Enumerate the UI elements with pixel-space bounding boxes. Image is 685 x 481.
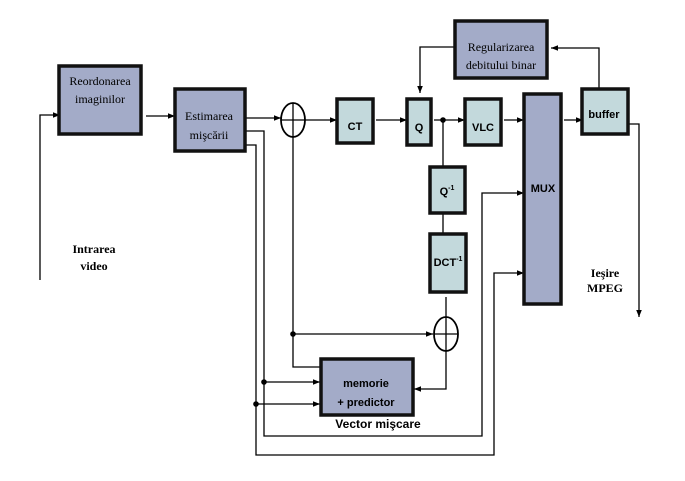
q-label: Q	[415, 122, 424, 134]
junction-dot	[253, 401, 259, 407]
mux-label: MUX	[531, 183, 556, 195]
output-label-2: MPEG	[587, 281, 623, 295]
idct-label: DCT-1	[434, 256, 463, 269]
block-q: Q	[405, 97, 433, 147]
junction-dot	[290, 331, 296, 337]
block-rate-control: Regularizarea debitului binar	[453, 19, 549, 80]
sum-node-2	[433, 316, 459, 352]
sum1-feedback	[292, 137, 320, 368]
reorder-label-2: imaginilor	[75, 92, 125, 106]
block-ct: CT	[335, 97, 375, 145]
input-label-1: Intrarea	[72, 242, 115, 256]
connections	[39, 45, 642, 456]
sum-node-1	[280, 102, 306, 138]
motion-vector-line-b	[241, 144, 524, 456]
block-memory-predictor: memorie + predictor	[319, 357, 415, 417]
vlc-label: VLC	[472, 122, 494, 134]
input-label-2: video	[80, 259, 107, 273]
sum2-to-memory	[414, 351, 447, 392]
memory-label-2: + predictor	[337, 397, 395, 409]
junction-dot	[261, 379, 267, 385]
output-label-1: Ieşire	[591, 266, 620, 280]
block-buffer: buffer	[580, 87, 630, 136]
block-inverse-dct: DCT-1	[428, 232, 468, 294]
motion-vector-label: Vector mişcare	[335, 417, 421, 431]
block-motion-estimation: Estimarea mişcării	[173, 87, 247, 153]
input-line	[39, 112, 60, 280]
rate-control-to-q	[417, 46, 455, 93]
block-vlc: VLC	[463, 97, 503, 147]
block-inverse-q: Q-1	[428, 165, 467, 215]
rate-control-label-2: debitului binar	[466, 58, 536, 72]
ct-label: CT	[348, 121, 363, 133]
block-reorder: Reordonarea imaginilor	[57, 64, 143, 136]
reorder-label-1: Reordonarea	[69, 74, 131, 88]
buffer-to-rate-control	[551, 45, 600, 93]
buffer-label: buffer	[588, 109, 620, 121]
block-mux: MUX	[522, 92, 563, 306]
rate-control-label-1: Regularizarea	[468, 40, 535, 54]
iq-label: Q-1	[440, 185, 455, 198]
output-line	[628, 123, 642, 317]
motion-estimation-label-1: Estimarea	[185, 109, 234, 123]
motion-estimation-label-2: mişcării	[190, 128, 229, 142]
memory-label-1: memorie	[343, 378, 389, 390]
motion-vector-line-a	[241, 130, 524, 437]
